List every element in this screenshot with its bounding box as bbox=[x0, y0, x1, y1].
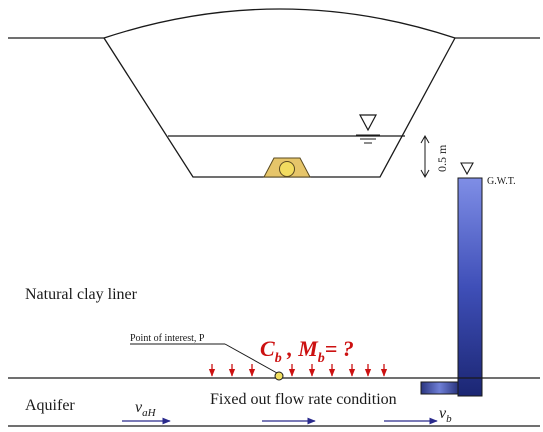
velocity-vb-main: v bbox=[439, 405, 447, 422]
formula-tail: = ? bbox=[325, 336, 354, 361]
velocity-vb-sub: b bbox=[446, 413, 452, 425]
aquifer-label: Aquifer bbox=[25, 397, 75, 414]
velocity-vah-main: v bbox=[135, 399, 143, 416]
formula-cb-mb: Cb , Mb= ? bbox=[260, 336, 354, 366]
drain-pipe-icon bbox=[263, 157, 311, 178]
monitoring-well bbox=[457, 177, 483, 397]
depth-dimension bbox=[420, 134, 430, 179]
formula-separator: , bbox=[282, 336, 299, 361]
point-of-interest-label: Point of interest, P bbox=[130, 333, 205, 344]
outflow-condition-label: Fixed out flow rate condition bbox=[210, 391, 397, 408]
depth-label: 0.5 m bbox=[435, 144, 449, 172]
well-inlet-pipe bbox=[420, 381, 459, 395]
gwt-label: G.W.T. bbox=[487, 176, 516, 187]
point-of-interest-marker bbox=[274, 371, 284, 381]
formula-c-sub: b bbox=[275, 351, 282, 366]
velocity-vah-sub: aH bbox=[142, 407, 157, 419]
velocity-vah-label: vaH bbox=[135, 399, 157, 419]
formula-c: C bbox=[260, 336, 275, 361]
velocity-vb-label: vb bbox=[439, 405, 452, 425]
formula-m: M bbox=[297, 336, 319, 361]
infiltration-arrows bbox=[208, 364, 388, 377]
landfill-cap bbox=[103, 8, 456, 39]
landfill-pit-outline bbox=[103, 37, 456, 178]
point-of-interest-pointer bbox=[224, 343, 278, 374]
water-level-icon bbox=[356, 114, 380, 144]
formula-m-sub: b bbox=[318, 351, 325, 366]
clay-liner-label: Natural clay liner bbox=[25, 286, 138, 303]
